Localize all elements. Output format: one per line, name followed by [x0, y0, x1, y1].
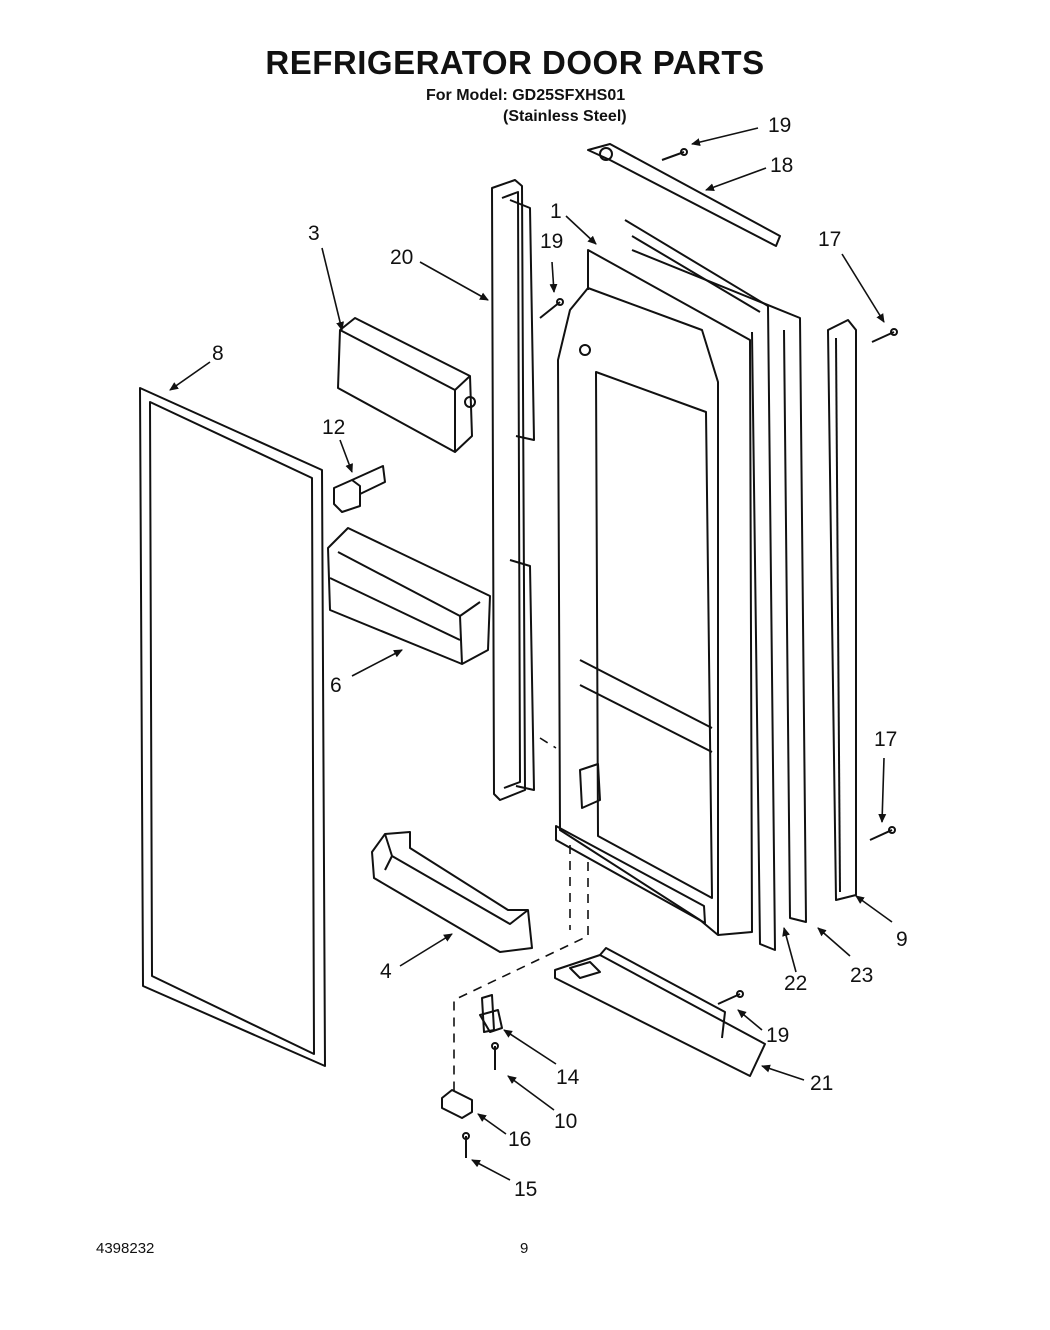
- part-1-door-liner: [555, 249, 753, 936]
- callout-17-top: 17: [818, 228, 841, 251]
- model-line: For Model: GD25SFXHS01: [426, 87, 626, 104]
- callout-17-bottom: 17: [874, 728, 897, 751]
- part-9-side-trim: [827, 319, 857, 901]
- callout-14: 14: [556, 1066, 580, 1089]
- part-18-top-trim: [587, 143, 781, 247]
- callout-12: 12: [322, 416, 345, 439]
- callout-16: 16: [508, 1128, 531, 1151]
- part-23-door-frame: [631, 249, 807, 923]
- callout-15: 15: [514, 1178, 537, 1201]
- callout-19-liner: 19: [540, 230, 563, 253]
- callout-1: 1: [550, 200, 562, 223]
- callout-leaders: [169, 127, 893, 1181]
- part-16-hinge-bracket: [441, 1089, 473, 1119]
- part-21-bottom-trim: [554, 947, 766, 1077]
- callout-3: 3: [308, 222, 320, 245]
- page-title: REFRIGERATOR DOOR PARTS: [265, 44, 765, 81]
- callout-8: 8: [212, 342, 224, 365]
- callout-19-bottom: 19: [766, 1024, 789, 1047]
- callout-19-top: 19: [768, 114, 791, 137]
- part-number: 4398232: [96, 1240, 155, 1257]
- part-8-door-gasket: [139, 387, 326, 1067]
- part-4-door-shelf: [371, 831, 533, 953]
- part-22-door-panel: [624, 219, 776, 951]
- part-3-dairy-door: [337, 317, 476, 453]
- callout-labels: 19 18 1 19 3 20 17 8 12 6 17 4 9 22 23 1…: [212, 114, 908, 1201]
- part-12-bracket: [333, 465, 386, 513]
- callout-20: 20: [390, 246, 413, 269]
- callout-6: 6: [330, 674, 342, 697]
- screws: [462, 148, 898, 1158]
- callout-22: 22: [784, 972, 807, 995]
- callout-4: 4: [380, 960, 392, 983]
- part-6-door-bin: [327, 527, 491, 665]
- finish-line: (Stainless Steel): [503, 108, 627, 125]
- part-14-hinge-pin: [479, 994, 503, 1033]
- callout-9: 9: [896, 928, 908, 951]
- assembly-lines: [453, 737, 589, 1092]
- callout-10: 10: [554, 1110, 577, 1133]
- callout-21: 21: [810, 1072, 833, 1095]
- page-number: 9: [520, 1240, 529, 1257]
- callout-18: 18: [770, 154, 793, 177]
- callout-23: 23: [850, 964, 873, 987]
- part-20-breaker-strip: [491, 179, 535, 801]
